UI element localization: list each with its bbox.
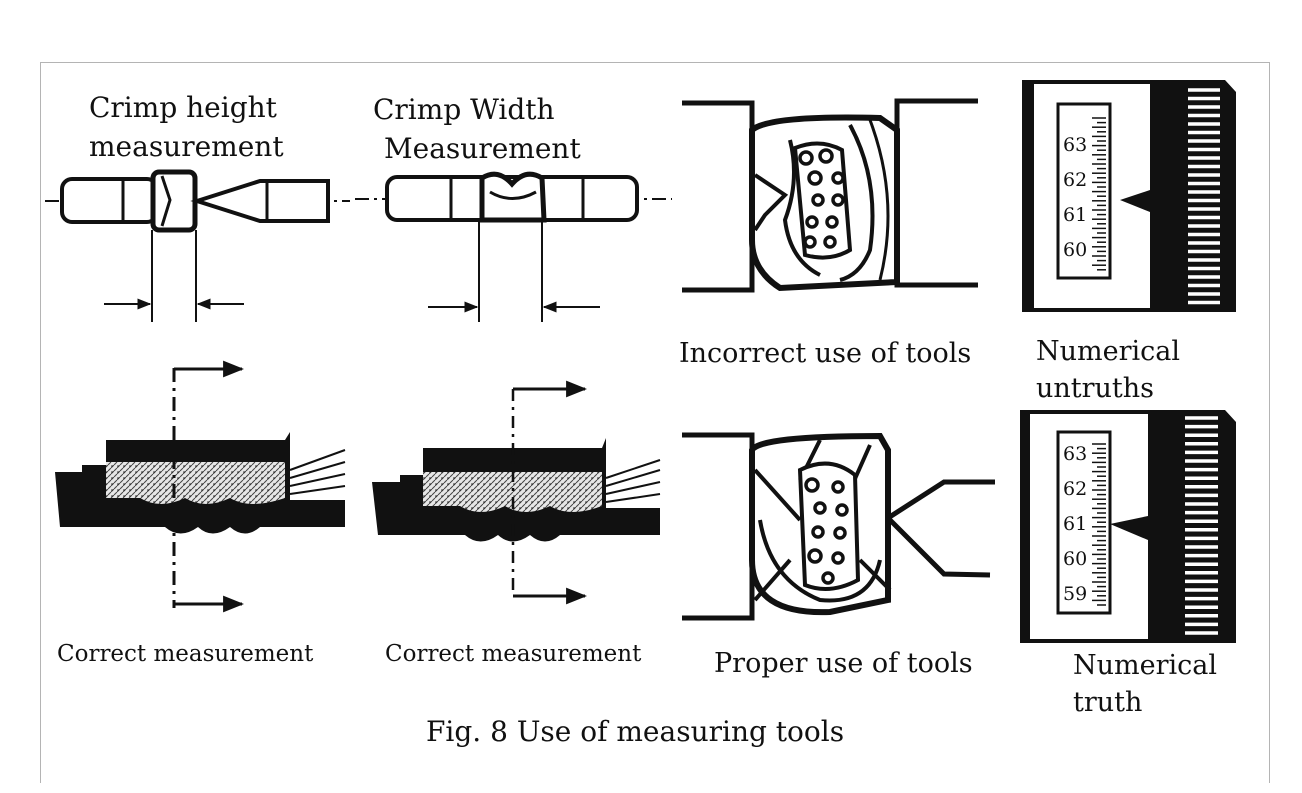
label-crimp-height-line2: measurement bbox=[89, 130, 284, 163]
crimp-height-diagram bbox=[45, 169, 350, 322]
correct-measurement-2-diagram bbox=[372, 380, 661, 605]
scale-number: 60 bbox=[1063, 239, 1087, 261]
scale-number: 60 bbox=[1063, 548, 1087, 570]
figure-caption: Fig. 8 Use of measuring tools bbox=[426, 715, 845, 748]
scale-number: 63 bbox=[1063, 134, 1087, 156]
label-crimp-height-line1: Crimp height bbox=[89, 91, 277, 124]
proper-tools-diagram bbox=[682, 432, 995, 621]
label-proper-tools: Proper use of tools bbox=[714, 648, 973, 679]
crimp-width-diagram bbox=[355, 171, 672, 322]
label-numerical-untruths-line1: Numerical bbox=[1036, 336, 1180, 367]
label-numerical-truth-line2: truth bbox=[1073, 687, 1143, 718]
label-crimp-width-line1: Crimp Width bbox=[373, 93, 555, 126]
label-correct-measurement-1: Correct measurement bbox=[57, 641, 314, 667]
scale-number: 62 bbox=[1063, 169, 1087, 191]
scale-number: 61 bbox=[1063, 513, 1087, 535]
scale-number: 61 bbox=[1063, 204, 1087, 226]
scale-numbers-untruths: 63 62 61 60 bbox=[1063, 134, 1087, 261]
label-numerical-truth-line1: Numerical bbox=[1073, 650, 1217, 681]
figure-frame bbox=[40, 62, 1270, 783]
caliper-truth-diagram bbox=[1020, 410, 1236, 643]
label-crimp-width-line2: Measurement bbox=[384, 132, 581, 165]
scale-numbers-truth: 63 62 61 60 59 bbox=[1063, 443, 1087, 605]
scale-number: 59 bbox=[1063, 583, 1087, 605]
correct-measurement-1-diagram bbox=[55, 360, 346, 613]
label-incorrect-tools: Incorrect use of tools bbox=[679, 338, 972, 369]
label-numerical-untruths-line2: untruths bbox=[1036, 373, 1155, 404]
incorrect-tools-diagram bbox=[682, 98, 978, 293]
caliper-untruths-diagram bbox=[1022, 80, 1236, 312]
scale-number: 63 bbox=[1063, 443, 1087, 465]
label-correct-measurement-2: Correct measurement bbox=[385, 641, 642, 667]
scale-number: 62 bbox=[1063, 478, 1087, 500]
